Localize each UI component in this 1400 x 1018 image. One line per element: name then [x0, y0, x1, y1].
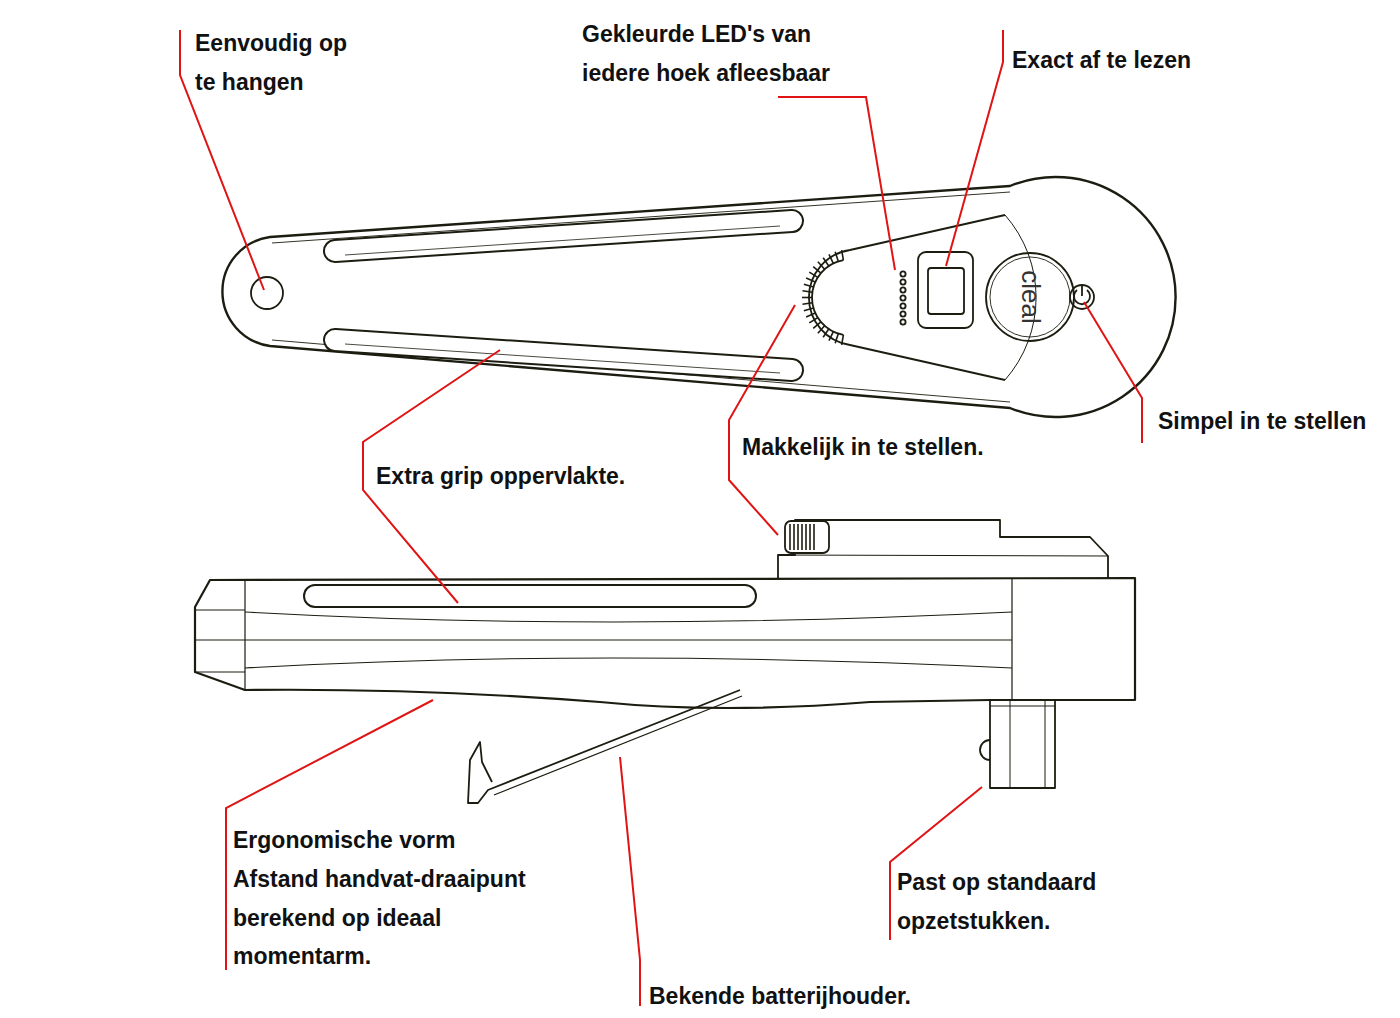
body-edge: [195, 578, 1012, 700]
grip-texture: [345, 344, 780, 373]
leader-line: [729, 305, 795, 535]
adjust-dial: [802, 250, 843, 345]
power-symbol: [1074, 286, 1090, 304]
dial-tick: [842, 250, 844, 260]
battery-holder: [494, 696, 742, 795]
dial-tick: [804, 284, 814, 287]
dial-tick: [829, 332, 833, 341]
drive-ball: [980, 740, 990, 760]
handle-outline: [222, 177, 1175, 417]
hang-hole: [251, 277, 283, 309]
display: [918, 252, 973, 328]
dial-tick: [809, 272, 817, 277]
knurl-line: [805, 524, 807, 550]
battery-holder: [468, 690, 740, 803]
grip-slot: [335, 221, 792, 251]
knurl-line: [809, 524, 811, 550]
callout-label: Extra grip oppervlakte.: [376, 457, 625, 496]
dial-tick: [823, 329, 829, 337]
callout-label: Afstand handvat-draaipunt berekend op id…: [233, 860, 553, 976]
knob-knurl: [790, 524, 814, 550]
handle-side: [195, 578, 1135, 708]
callout-label: Simpel in te stellen: [1158, 402, 1366, 441]
drive-edge: [990, 700, 1055, 788]
leader-line: [1084, 302, 1142, 443]
grip-slot-inner: [315, 586, 745, 606]
knurl-line: [797, 524, 799, 550]
housing-edge: [778, 555, 1108, 556]
dial-tick: [809, 318, 817, 323]
adjust-knob: [785, 521, 829, 553]
knurl-line: [789, 524, 791, 550]
logo-ring: [990, 257, 1070, 337]
dial-tick: [835, 252, 838, 262]
grip-texture: [345, 226, 780, 255]
callout-label: Past op standaard opzetstukken.: [897, 863, 1127, 940]
dial-tick: [802, 291, 812, 292]
dial-tick: [802, 303, 812, 304]
callout-label: Exact af te lezen: [1012, 41, 1191, 80]
display-screen: [928, 268, 964, 314]
dial-tick: [813, 322, 821, 328]
dial-tick: [823, 258, 829, 266]
knurl-line: [793, 524, 795, 550]
logo-ring: [986, 253, 1074, 341]
leader-line: [620, 757, 640, 1006]
dial-arc: [812, 260, 843, 335]
grip-slot-inner: [335, 221, 792, 251]
knurl-line: [813, 524, 815, 550]
body-contour: [245, 612, 1012, 668]
side-view: [195, 520, 1135, 803]
dial-tick: [818, 262, 825, 269]
dial-tick: [802, 297, 812, 299]
callout-label: Makkelijk in te stellen.: [742, 428, 984, 467]
dial-tick: [835, 334, 838, 344]
callout-label: Gekleurde LED's van iedere hoek afleesba…: [582, 15, 857, 92]
leader-line: [946, 30, 1003, 266]
grip-slot: [315, 584, 745, 608]
callout-label: Eenvoudig op te hangen: [195, 24, 360, 101]
dial-tick: [829, 254, 833, 263]
callout-label: Bekende batterijhouder.: [649, 977, 911, 1016]
grip-slot-inner: [335, 340, 792, 370]
dial-tick: [804, 308, 814, 311]
leader-lines: [180, 30, 1142, 1006]
grip-slot: [335, 340, 792, 370]
top-view: [222, 177, 1175, 417]
knurl-line: [801, 524, 803, 550]
led-column: [900, 271, 905, 324]
square-drive: [990, 700, 1055, 788]
dial-tick: [806, 278, 815, 282]
dial-housing: [778, 520, 1108, 578]
handle-edge: [272, 192, 1010, 402]
head-recess: [809, 215, 1005, 380]
dial-tick: [818, 326, 825, 333]
power-button: [1070, 285, 1094, 309]
callout-label: Ergonomische vorm: [233, 821, 455, 860]
dial-tick: [806, 313, 815, 317]
leader-line: [778, 97, 895, 270]
dial-tick: [813, 267, 821, 273]
dial-tick: [842, 335, 844, 345]
brand-logo: cleal: [1016, 270, 1044, 323]
